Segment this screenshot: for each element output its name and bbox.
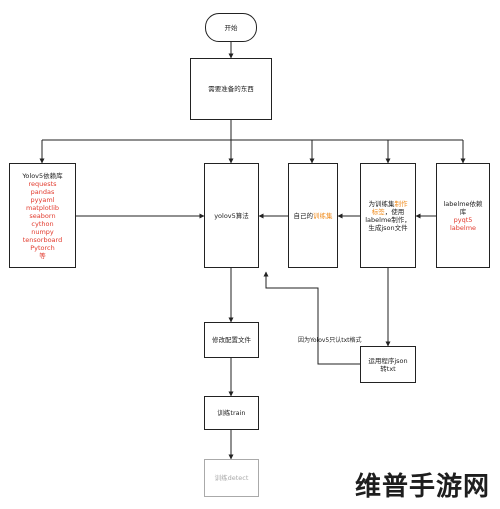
apply-line1: 运用程序json (368, 356, 408, 365)
deps-item: requests (28, 179, 57, 188)
node-yolov5-deps: Yolov5依赖库 requests pandas pyyaml matplot… (9, 163, 76, 268)
make-line1-highlight: 制作 (394, 199, 408, 208)
labelme-item: pyqt5 (453, 215, 473, 224)
node-detect-label: 训练detect (214, 474, 249, 482)
node-train: 训练train (204, 396, 259, 430)
make-line2: 标签，使用 (372, 208, 405, 216)
deps-item: cython (31, 219, 54, 228)
own-train-prefix: 自己的 (293, 211, 314, 220)
node-train-label: 训练train (217, 409, 246, 417)
node-modify-label: 修改配置文件 (212, 336, 251, 344)
watermark-logo: 维普手游网 (354, 472, 490, 502)
make-line2-highlight: 标签 (371, 207, 385, 216)
node-labelme-deps: labelme依赖 库 pyqt5 labelme (436, 163, 490, 268)
edge-label-txt-note: 因为Yolov5只认txt格式 (298, 337, 362, 344)
deps-item: numpy (31, 227, 54, 236)
node-make-labels: 为训练集制作 标签，使用 labelme制作， 生成json文件 (360, 163, 416, 268)
node-algo-label: yolov5算法 (214, 211, 249, 220)
node-own-train-set: 自己的训练集 (288, 163, 338, 268)
labelme-item: labelme (449, 223, 477, 232)
own-train-label: 自己的训练集 (294, 212, 333, 220)
deps-title: Yolov5依赖库 (22, 171, 63, 180)
node-start: 开始 (205, 13, 257, 42)
deps-item: 等 (39, 251, 46, 260)
node-detect: 训练detect (204, 459, 259, 497)
own-train-highlight: 训练集 (313, 211, 333, 220)
deps-item: pandas (30, 187, 55, 196)
deps-item: Pytorch (30, 243, 55, 252)
node-start-label: 开始 (224, 23, 238, 32)
apply-line2: 转txt (380, 364, 396, 373)
make-line4: 生成json文件 (368, 223, 408, 232)
node-apply-json-txt: 运用程序json 转txt (360, 346, 416, 383)
make-line1: 为训练集制作 (369, 200, 408, 208)
make-line1-prefix: 为训练集 (368, 199, 395, 208)
labelme-title2: 库 (459, 207, 467, 216)
node-yolov5-algo: yolov5算法 (204, 163, 259, 268)
deps-item: seaborn (29, 211, 56, 220)
node-prepare-label: 需要准备的东西 (208, 85, 254, 93)
node-prepare: 需要准备的东西 (190, 58, 272, 120)
deps-item: pyyaml (30, 195, 55, 204)
edge-apply-algo (263, 271, 360, 365)
make-line3: labelme制作， (365, 215, 411, 224)
node-modify-config: 修改配置文件 (204, 322, 259, 358)
labelme-title: labelme依赖 (443, 199, 483, 208)
make-line2-suffix: ，使用 (384, 207, 405, 216)
deps-item: matplotlib (25, 203, 60, 212)
deps-item: tensorboard (22, 235, 63, 244)
